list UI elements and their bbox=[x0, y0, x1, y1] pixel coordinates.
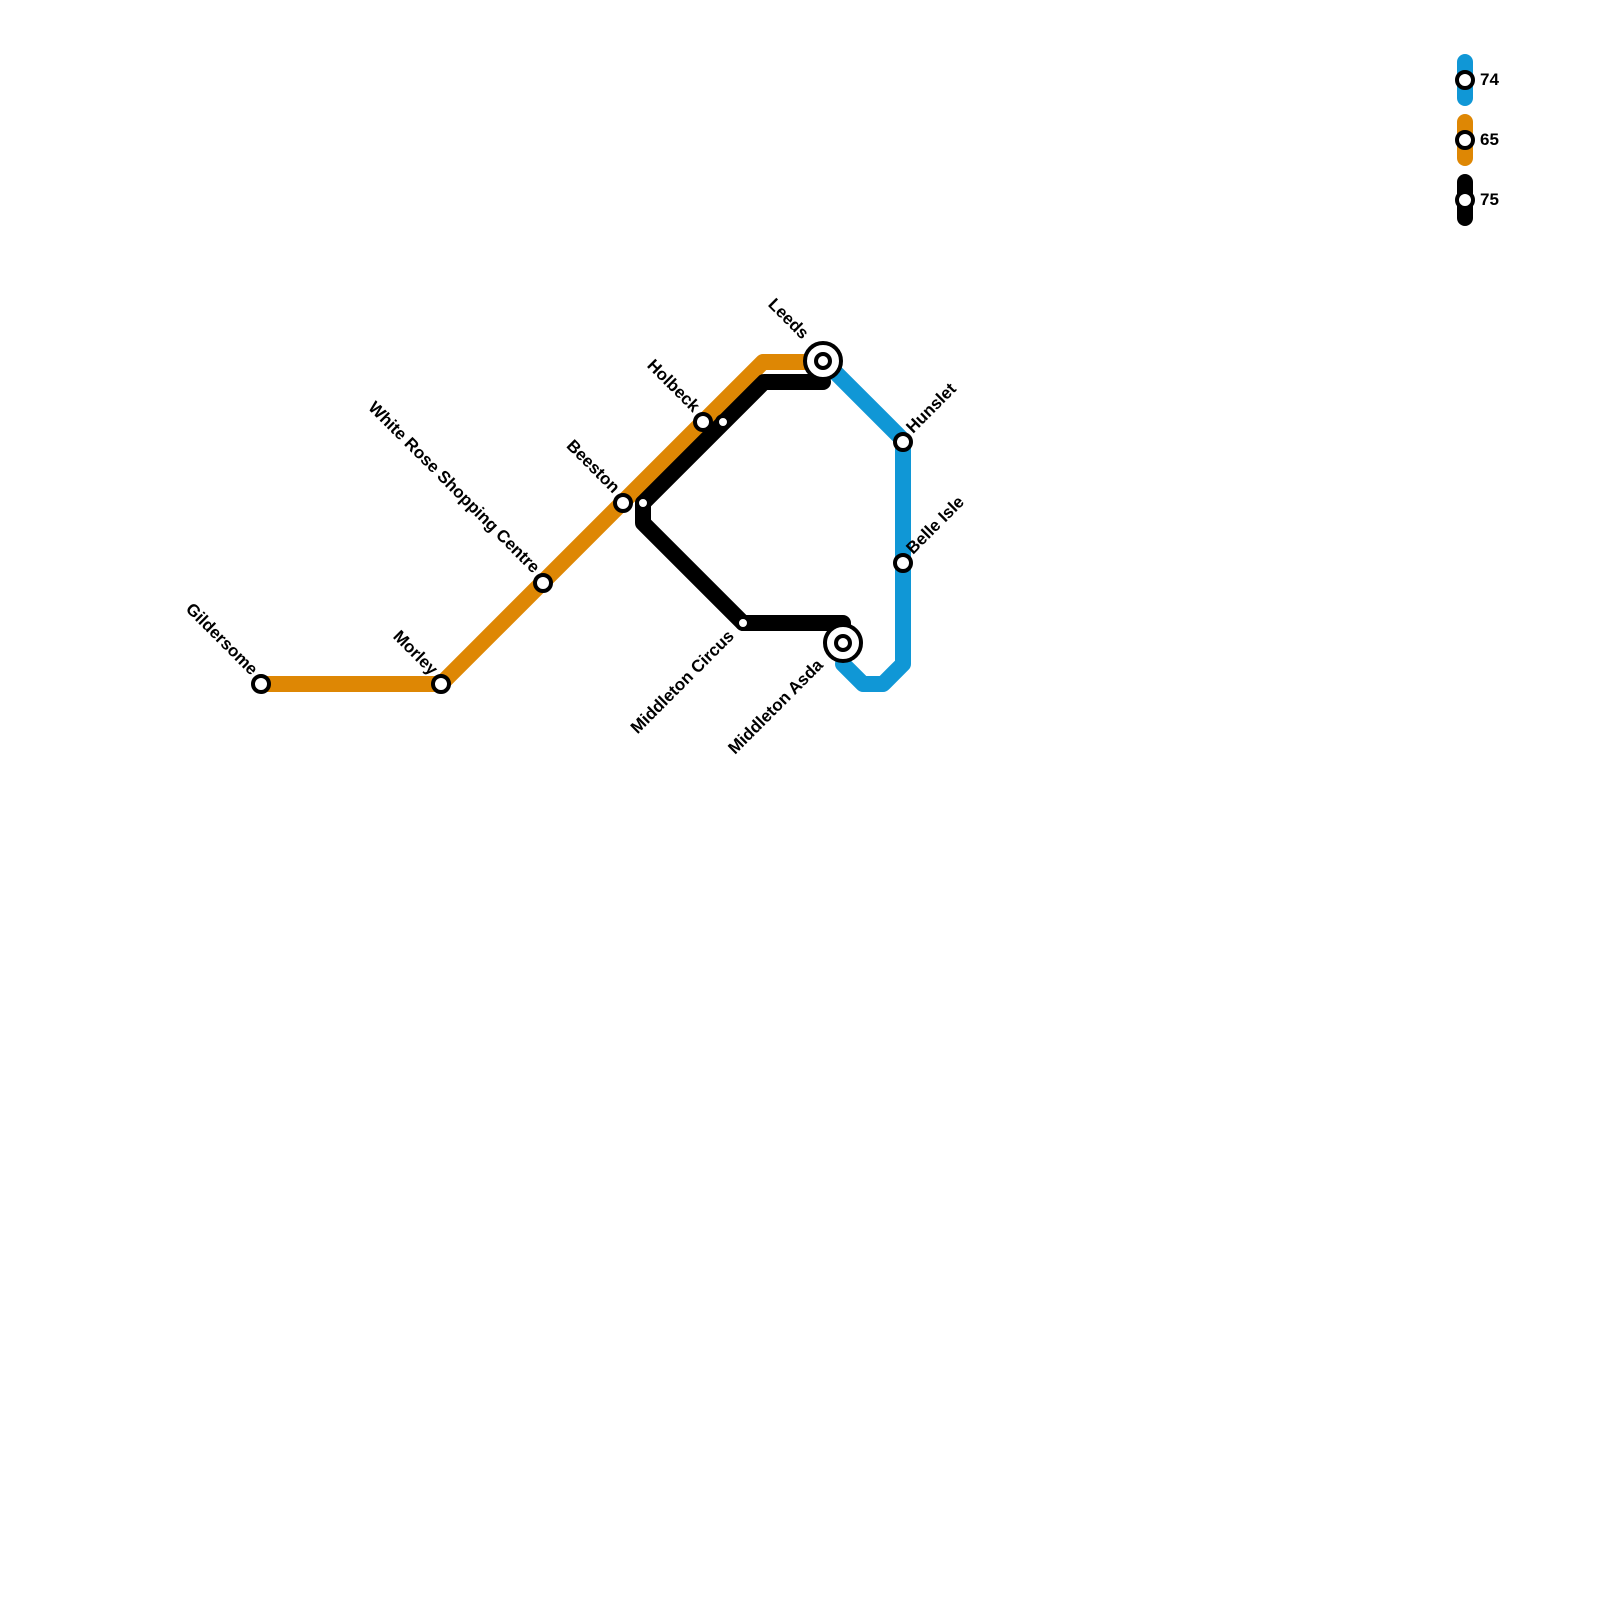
stop-morley[interactable] bbox=[431, 674, 451, 694]
stop-white-rose[interactable] bbox=[533, 573, 553, 593]
legend: 74 65 75 bbox=[1455, 54, 1499, 226]
stop-gildersome[interactable] bbox=[251, 674, 271, 694]
label-gildersome: Gildersome bbox=[182, 599, 262, 679]
label-belle-isle: Belle Isle bbox=[902, 492, 968, 558]
label-holbeck: Holbeck bbox=[643, 356, 704, 417]
legend-label-65: 65 bbox=[1480, 130, 1499, 149]
label-middleton-asda: Middleton Asda bbox=[724, 655, 827, 758]
legend-item-75: 75 bbox=[1455, 174, 1499, 226]
label-hunslet: Hunslet bbox=[902, 379, 960, 437]
stop-belle-isle[interactable] bbox=[893, 553, 913, 573]
stop-beeston-65[interactable] bbox=[613, 493, 633, 513]
stop-holbeck-75[interactable] bbox=[715, 414, 731, 430]
label-beeston: Beeston bbox=[563, 436, 624, 497]
legend-item-65: 65 bbox=[1455, 114, 1499, 166]
stop-beeston-75[interactable] bbox=[635, 495, 651, 511]
route-75-line bbox=[635, 374, 851, 651]
label-white-rose: White Rose Shopping Centre bbox=[365, 398, 544, 577]
hub-leeds[interactable] bbox=[803, 341, 843, 381]
legend-item-74: 74 bbox=[1455, 54, 1499, 106]
route-74-line bbox=[815, 352, 911, 692]
label-leeds: Leeds bbox=[764, 295, 812, 343]
label-middleton-circus: Middleton Circus bbox=[627, 626, 738, 737]
stop-hunslet[interactable] bbox=[893, 432, 913, 452]
hub-middleton-asda[interactable] bbox=[823, 623, 863, 663]
route-65-line bbox=[253, 354, 831, 692]
legend-label-74: 74 bbox=[1480, 70, 1499, 89]
label-morley: Morley bbox=[389, 627, 442, 680]
stop-middleton-circus[interactable] bbox=[735, 615, 751, 631]
legend-label-75: 75 bbox=[1480, 190, 1499, 209]
stop-holbeck-65[interactable] bbox=[693, 412, 713, 432]
